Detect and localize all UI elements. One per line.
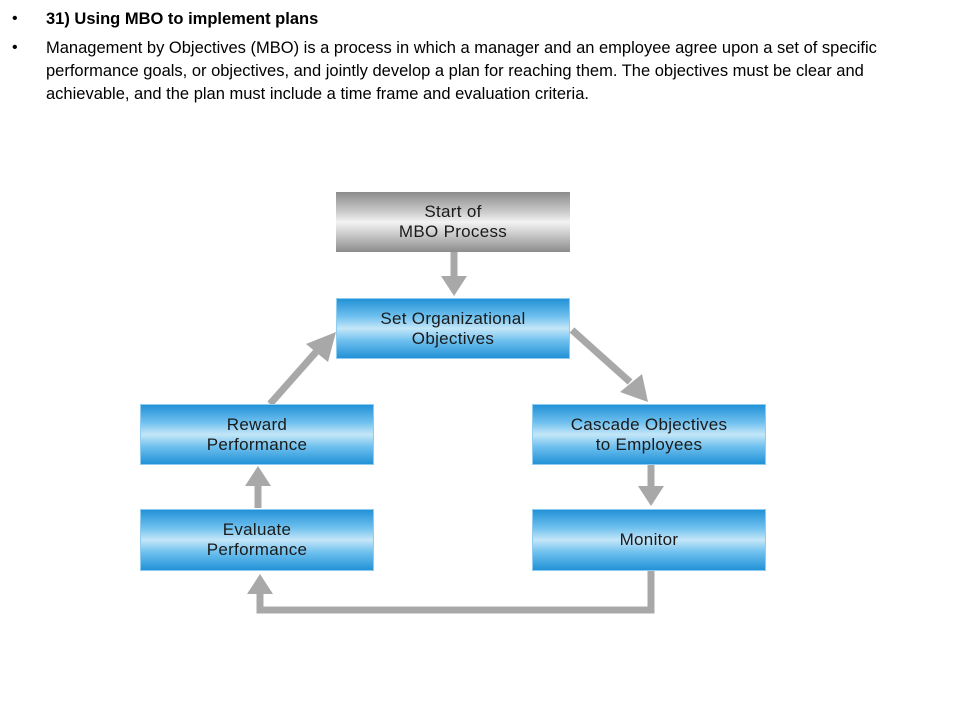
- monitor-line-1: Monitor: [619, 530, 679, 549]
- evaluate-line-2: Performance: [206, 540, 308, 559]
- cascade-line-2: to Employees: [595, 434, 703, 454]
- evaluate-line-1: Evaluate: [222, 520, 292, 539]
- start-mbo-box: Start of MBO Process: [336, 192, 570, 252]
- slide-body-text: Management by Objectives (MBO) is a proc…: [46, 39, 877, 103]
- reward-line-2: Performance: [206, 434, 308, 454]
- set-objectives-box: Set Organizational Objectives: [336, 298, 570, 359]
- start-line-2: MBO Process: [398, 222, 508, 241]
- bullet-marker: •: [12, 10, 18, 27]
- bullet-marker: •: [12, 39, 18, 56]
- evaluate-performance-box: Evaluate Performance: [140, 509, 374, 571]
- set-objectives-line-2: Objectives: [411, 328, 495, 348]
- arrow-evaluate-to-reward: [245, 466, 271, 508]
- slide-heading: 31) Using MBO to implement plans: [46, 10, 319, 28]
- cascade-line-1: Cascade Objectives: [570, 414, 728, 434]
- cascade-objectives-box: Cascade Objectives to Employees: [532, 404, 766, 465]
- monitor-box: Monitor: [532, 509, 766, 571]
- arrow-start-to-set: [441, 252, 467, 296]
- start-line-1: Start of: [424, 202, 482, 221]
- set-objectives-line-1: Set Organizational: [380, 308, 526, 328]
- bullet-heading: • 31) Using MBO to implement plans: [12, 8, 948, 31]
- reward-performance-box: Reward Performance: [140, 404, 374, 465]
- bullet-list: • 31) Using MBO to implement plans • Man…: [12, 8, 948, 106]
- arrow-reward-to-set: [267, 332, 336, 407]
- reward-line-1: Reward: [226, 414, 288, 434]
- arrow-set-to-cascade: [569, 327, 648, 402]
- arrow-monitor-to-evaluate: [247, 571, 655, 614]
- arrow-cascade-to-monitor: [638, 465, 664, 506]
- bullet-body: • Management by Objectives (MBO) is a pr…: [12, 37, 948, 106]
